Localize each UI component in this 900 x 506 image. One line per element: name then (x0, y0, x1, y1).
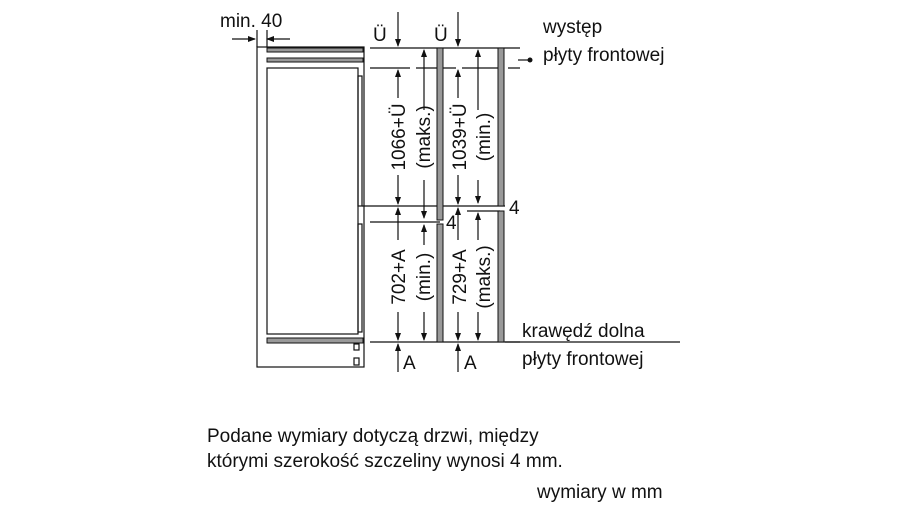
reference-lines (362, 47, 520, 343)
front-panel-bottom-edge-label: krawędź dolna (522, 321, 645, 342)
front-panel-bottom-edge-label: płyty frontowej (522, 349, 643, 370)
gap-label: 4 (509, 198, 520, 219)
min-gap-label: min. 40 (220, 11, 282, 32)
lower-door-panel-min (436, 223, 444, 343)
cabinet-outline (256, 46, 365, 368)
note-line-2: którymi szerokość szczeliny wynosi 4 mm. (207, 451, 563, 472)
bottom-symbol: A (403, 353, 416, 374)
lower-door-min-note: (min.) (414, 253, 435, 302)
note-line-1: Podane wymiary dotyczą drzwi, między (207, 426, 539, 447)
appliance-body (266, 67, 359, 335)
front-panel-overhang-label: płyty frontowej (543, 45, 664, 66)
lower-door-panel-max (497, 210, 505, 343)
lower-door-min-value: 702+A (389, 249, 410, 305)
upper-door-min-value: 1039+Ü (450, 103, 471, 170)
lower-door-max-value: 729+A (450, 249, 471, 305)
upper-door-panel-max (436, 47, 444, 221)
overhang-symbol: Ü (434, 25, 448, 46)
units-note: wymiary w mm (536, 482, 663, 503)
upper-door-min-note: (min.) (474, 113, 495, 162)
upper-door-max-value: 1066+Ü (389, 103, 410, 170)
overhang-symbol: Ü (373, 25, 387, 46)
dimension-arrows (395, 12, 680, 372)
gap-label: 4 (446, 213, 457, 234)
front-panel-overhang-label: występ (542, 17, 602, 38)
door-panels (436, 47, 505, 343)
upper-door-panel-min (497, 47, 505, 207)
upper-door-max-note: (maks.) (414, 105, 435, 168)
lower-door-max-note: (maks.) (474, 245, 495, 308)
bottom-symbol: A (464, 353, 477, 374)
min-gap-dimension (232, 30, 290, 47)
